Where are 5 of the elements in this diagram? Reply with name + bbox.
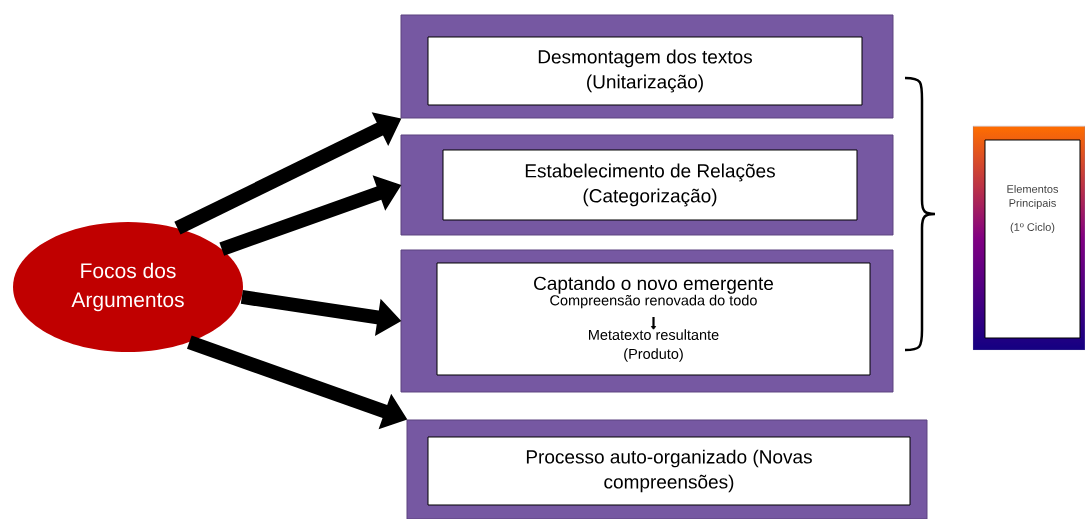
text-box: Elementos Principais (1º Ciclo) bbox=[984, 139, 1081, 339]
text-box: Desmontagem dos textos (Unitarização) bbox=[427, 36, 863, 106]
text-box: Processo auto-organizado (Novas compreensões) bbox=[427, 436, 911, 506]
text-box: Estabelecimento de Relações (Categorização) bbox=[442, 149, 858, 221]
text-box: Captando o novo emergente Compreensão renovada do todo Metatexto resultante (Produto) bbox=[436, 262, 871, 376]
